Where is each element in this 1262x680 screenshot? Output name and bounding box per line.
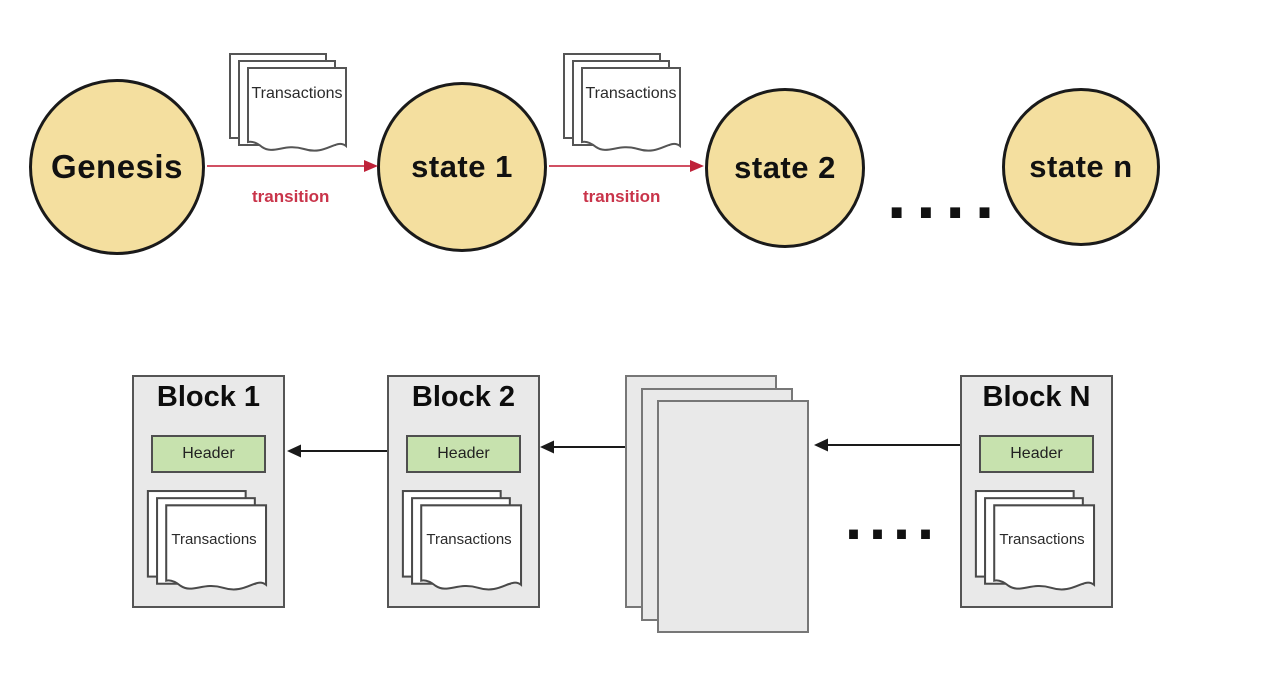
- block-link-arrow-n-to-stack: [814, 438, 960, 452]
- block-title: Block 1: [156, 381, 261, 413]
- document-stack-icon: [563, 53, 681, 152]
- header-label: Header: [182, 445, 235, 462]
- transactions-doc-icon: Transactions: [224, 52, 356, 160]
- document-stack-icon: [974, 490, 1096, 591]
- state-label: state 2: [734, 150, 836, 185]
- doc-label: Transactions: [171, 531, 257, 548]
- state-label: state 1: [411, 149, 513, 184]
- block-link-arrow-stack-to-2: [540, 440, 625, 454]
- transition-arrow-2: [549, 160, 704, 172]
- state-label: Genesis: [51, 148, 183, 185]
- state-node-2: state 2: [705, 88, 865, 248]
- ellipsis-dots: ....: [844, 493, 940, 551]
- doc-label: Transactions: [426, 531, 512, 548]
- block-2: Block 2 Header Transactions: [387, 375, 540, 608]
- block-title: Block 2: [411, 381, 516, 413]
- transition-label: transition: [252, 187, 330, 206]
- transactions-doc-icon: Transactions: [141, 489, 277, 599]
- document-stack-icon: [146, 490, 268, 591]
- state-node-genesis: Genesis: [29, 79, 205, 255]
- doc-label: Transactions: [251, 85, 343, 102]
- block-stack-page-front: [657, 400, 809, 633]
- doc-label: Transactions: [999, 531, 1085, 548]
- block-header-box: Header: [406, 435, 521, 473]
- transactions-doc-icon: Transactions: [396, 489, 532, 599]
- header-label: Header: [1010, 445, 1063, 462]
- block-n: Block N Header Transactions: [960, 375, 1113, 608]
- document-stack-icon: [401, 490, 523, 591]
- transition-arrow-1: [207, 160, 378, 172]
- block-1: Block 1 Header Transactions: [132, 375, 285, 608]
- state-label: state n: [1029, 149, 1133, 184]
- block-link-arrow-2-to-1: [287, 444, 387, 458]
- transactions-doc-icon: Transactions: [969, 489, 1105, 599]
- state-node-n: state n: [1002, 88, 1160, 246]
- ellipsis-dots: ....: [886, 167, 1004, 232]
- state-node-1: state 1: [377, 82, 547, 252]
- transition-label: transition: [583, 187, 661, 206]
- block-header-box: Header: [979, 435, 1094, 473]
- block-title: Block N: [982, 381, 1091, 413]
- document-stack-icon: [229, 53, 347, 152]
- transactions-doc-icon: Transactions: [558, 52, 690, 160]
- header-label: Header: [437, 445, 490, 462]
- doc-label: Transactions: [585, 85, 677, 102]
- block-header-box: Header: [151, 435, 266, 473]
